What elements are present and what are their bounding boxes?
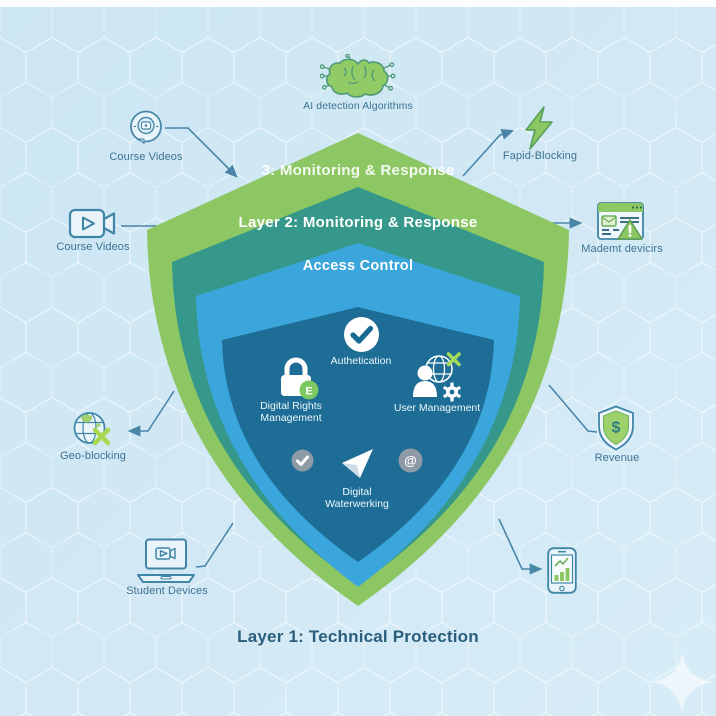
- connector-mobile-device: [498, 518, 543, 575]
- watermark-plane-icon: [342, 449, 373, 478]
- connector-geo-blocking: [127, 390, 175, 437]
- drm-label: Digital Rights Management: [260, 400, 322, 424]
- course-videos-top-label: Course Videos: [109, 151, 183, 163]
- at-symbol: @: [404, 453, 417, 468]
- student-devices-label: Student Devices: [126, 585, 208, 597]
- layer2-label: Layer 2: Monitoring & Response: [238, 214, 478, 231]
- connector-rapid-blocking: [462, 128, 515, 177]
- drm-label-line1: Digital Rights: [260, 400, 322, 412]
- drm-lock-icon: E: [281, 357, 319, 400]
- watermark-label-line2: Waterwerking: [325, 498, 389, 510]
- connector-lines: [121, 127, 598, 575]
- connector-course-videos-top: [165, 127, 238, 178]
- check-badge-icon: [291, 449, 314, 472]
- lightning-icon: [525, 106, 553, 150]
- browser-alert-icon: [597, 202, 644, 240]
- authentication-label: Authetication: [330, 355, 392, 367]
- globe-block-icon: [73, 412, 111, 446]
- user-management-label: User Management: [393, 402, 481, 414]
- rapid-blocking-label: Fapid-Blocking: [502, 150, 578, 162]
- geo-blocking-label: Geo-blocking: [59, 450, 127, 462]
- connector-student-devices: [195, 522, 234, 568]
- webcam-icon: [130, 110, 162, 145]
- dollar-symbol: $: [612, 420, 621, 437]
- drm-label-line2: Management: [260, 412, 322, 424]
- watermark-label: Digital Waterwerking: [325, 486, 389, 510]
- student-browser-label: Mademt devicirs: [581, 243, 663, 255]
- at-badge-icon: @: [398, 448, 423, 473]
- course-videos-left-label: Course Videos: [56, 241, 130, 253]
- top-white-strip: [0, 0, 716, 7]
- layer3-label: 3: Monitoring & Response: [261, 162, 455, 179]
- watermark-label-line1: Digital: [342, 486, 372, 498]
- shield: [147, 133, 569, 606]
- smartphone-chart-icon: [547, 547, 577, 594]
- connector-revenue: [548, 384, 598, 433]
- revenue-label: Revenue: [594, 452, 640, 464]
- authentication-check-icon: [344, 317, 379, 352]
- lock-badge-letter: E: [305, 386, 312, 398]
- laptop-video-icon: [137, 538, 195, 583]
- access-control-label: Access Control: [302, 258, 414, 274]
- video-camera-icon: [68, 208, 116, 239]
- user-management-icon: [413, 352, 462, 402]
- ai-detection-label: AI detection Algorithms: [303, 100, 413, 112]
- layer1-title: Layer 1: Technical Protection: [237, 627, 479, 646]
- shield-dollar-icon: $: [598, 405, 634, 451]
- sparkle-icon: [652, 652, 712, 712]
- brain-circuit-icon: [320, 54, 396, 98]
